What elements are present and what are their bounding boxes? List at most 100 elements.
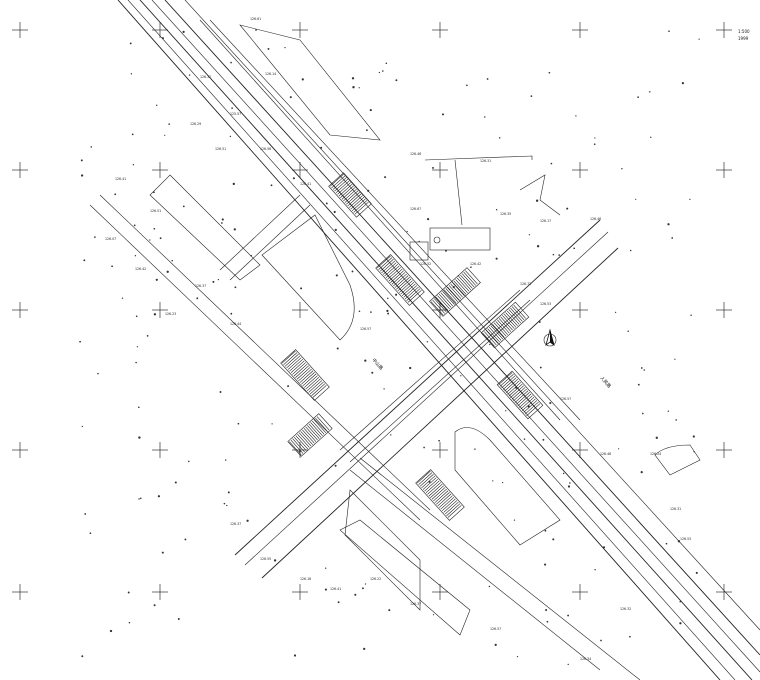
survey-point (637, 383, 640, 386)
survey-point (255, 29, 257, 31)
crosswalk (429, 267, 481, 317)
survey-point (364, 359, 367, 362)
elevation-label: 126.22 (370, 577, 381, 581)
survey-point (230, 61, 232, 64)
survey-point (492, 480, 494, 482)
survey-point (293, 654, 297, 657)
survey-point (114, 193, 117, 196)
building-block-ne (239, 24, 561, 261)
survey-point (602, 546, 606, 549)
survey-point (671, 237, 674, 239)
survey-point (618, 448, 620, 450)
survey-point (513, 519, 516, 521)
grid-cross (12, 442, 28, 458)
grid-cross (292, 584, 308, 600)
elevation-label: 126.51 (215, 147, 226, 151)
survey-point (693, 451, 695, 453)
grid-cross (716, 302, 732, 318)
survey-point (246, 519, 249, 522)
survey-point (550, 162, 553, 165)
survey-point (127, 591, 130, 594)
survey-point (367, 189, 370, 192)
survey-point (111, 265, 113, 268)
survey-point (231, 107, 233, 109)
grid-cross (12, 162, 28, 178)
survey-point (159, 237, 162, 240)
survey-point (593, 143, 596, 146)
survey-point (567, 663, 569, 666)
survey-point (153, 227, 156, 230)
survey-point (637, 96, 639, 98)
elevation-label: 126.35 (500, 212, 511, 216)
survey-point (549, 401, 552, 405)
median-islands (149, 174, 561, 611)
elevation-label: 126.46 (410, 152, 421, 156)
grid-cross (432, 584, 448, 600)
grid-cross (432, 442, 448, 458)
north-arrow-icon (543, 328, 557, 347)
survey-point (460, 375, 462, 377)
survey-point (229, 135, 232, 138)
survey-point (441, 113, 445, 116)
survey-point (371, 371, 374, 374)
elevation-label: 126.53 (680, 537, 691, 541)
survey-point (337, 601, 340, 604)
survey-point (134, 255, 137, 257)
survey-point (325, 567, 327, 569)
survey-point (335, 274, 338, 277)
survey-point (89, 532, 92, 535)
survey-point (385, 62, 388, 65)
survey-point (361, 587, 364, 590)
survey-point (432, 166, 434, 169)
survey-point (539, 366, 542, 369)
road-label-1: 中山路 (371, 357, 386, 372)
survey-point (387, 312, 390, 315)
survey-point (621, 168, 623, 170)
crosswalk (287, 413, 333, 457)
elevation-label: 126.42 (470, 262, 481, 266)
survey-point (161, 37, 164, 40)
survey-point (351, 77, 355, 80)
elevation-label: 126.17 (540, 219, 551, 223)
survey-point (289, 96, 292, 99)
survey-point (614, 311, 617, 314)
elevation-label: 126.73 (520, 282, 531, 286)
survey-point (97, 372, 99, 375)
survey-point (164, 134, 166, 136)
grid-cross (572, 584, 588, 600)
survey-point (573, 247, 576, 250)
survey-point (665, 542, 668, 545)
survey-point (184, 538, 187, 541)
survey-point (301, 78, 304, 81)
survey-point (428, 480, 431, 483)
survey-point (324, 588, 327, 591)
survey-point (81, 655, 84, 658)
elevation-label: 126.14 (265, 72, 276, 76)
survey-point (188, 74, 191, 76)
survey-point (298, 450, 301, 453)
survey-point (300, 287, 303, 290)
survey-point (488, 585, 491, 588)
survey-points (79, 29, 700, 666)
elevation-label: 126.32 (200, 75, 211, 79)
survey-point (523, 438, 526, 440)
survey-point (667, 223, 670, 226)
survey-point (320, 146, 323, 149)
grid-cross (572, 162, 588, 178)
elevation-label: 126.37 (195, 284, 206, 288)
survey-point (121, 297, 124, 299)
survey-point (418, 240, 420, 243)
survey-point (498, 137, 501, 139)
survey-point (352, 86, 355, 89)
survey-point (667, 410, 669, 412)
survey-point (233, 228, 236, 231)
survey-point (155, 278, 158, 281)
survey-point (333, 210, 336, 214)
elevation-label: 126.37 (410, 602, 421, 606)
crosswalk (415, 469, 465, 521)
elevation-label: 126.07 (105, 237, 116, 241)
survey-point (138, 406, 140, 409)
elevation-label: 126.37 (230, 522, 241, 526)
survey-point (225, 459, 227, 461)
survey-point (237, 422, 240, 425)
